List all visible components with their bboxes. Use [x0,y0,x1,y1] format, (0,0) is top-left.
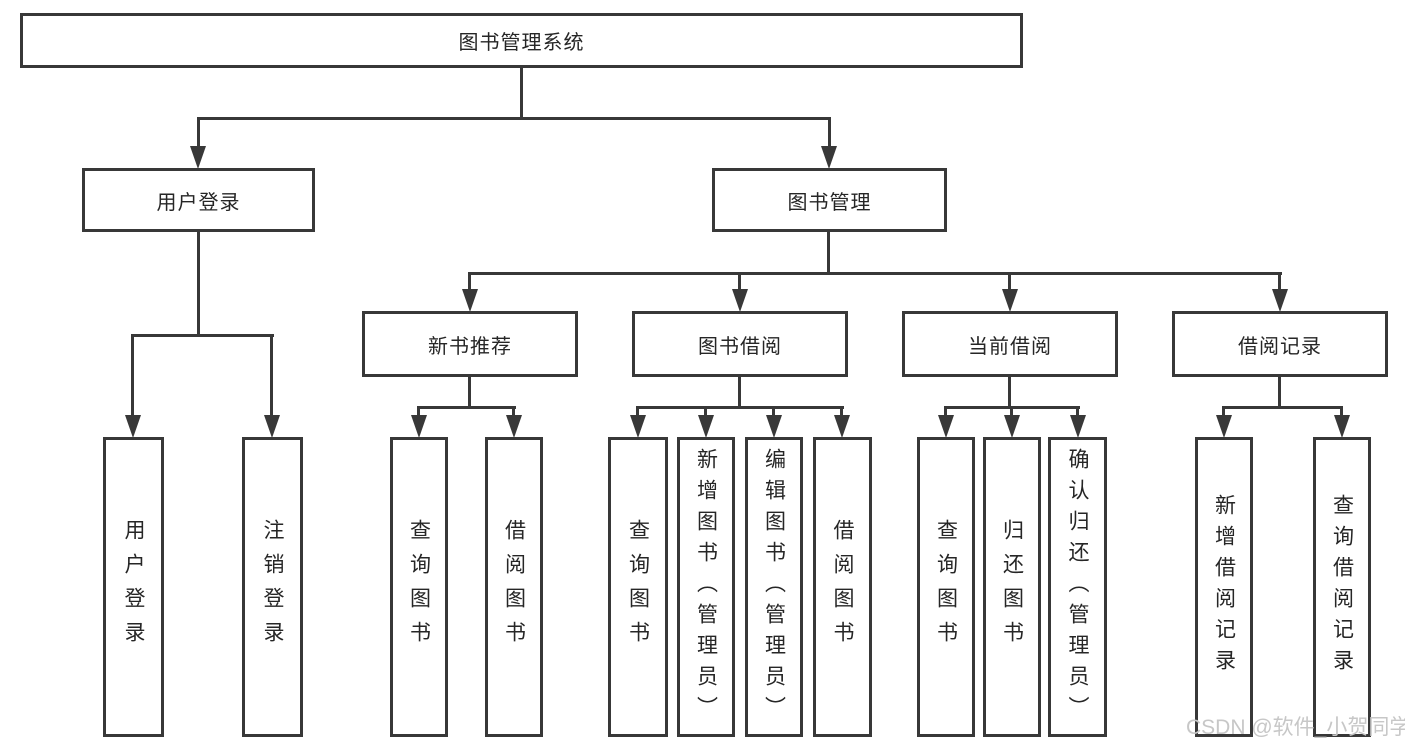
leaf-borrow-add-book-admin-label: 新增图书（管理员） [694,447,718,727]
leaf-current-query-books: 查询图书 [917,437,975,737]
connector-new-book-stub [468,377,471,409]
arrow-down-icon [821,146,837,169]
connector-root-stub [520,66,523,118]
arrow-down-icon [630,415,646,438]
node-current-borrow: 当前借阅 [902,311,1118,377]
leaf-newbook-borrow-books: 借阅图书 [485,437,543,737]
arrow-down-icon [411,415,427,438]
node-book-borrow: 图书借阅 [632,311,848,377]
arrow-down-icon [1334,415,1350,438]
leaf-newbook-query-books: 查询图书 [390,437,448,737]
leaf-records-add-record-label: 新增借阅记录 [1212,494,1236,680]
node-user-login-label: 用户登录 [156,191,241,214]
connector-current-borrow-stub [1008,377,1011,409]
connector-to-book-borrow [738,272,741,292]
arrow-down-icon [264,415,280,438]
node-current-borrow-label: 当前借阅 [968,335,1052,358]
connector-leaf-stub [512,406,515,418]
connector-to-current-borrow [1008,272,1011,292]
connector-leaf-stub [1076,406,1079,418]
leaf-newbook-query-books-label: 查询图书 [407,519,431,655]
connector-book-borrow-horizontal [636,406,844,409]
leaf-records-query-record: 查询借阅记录 [1313,437,1371,737]
arrow-down-icon [462,289,478,312]
arrow-down-icon [938,415,954,438]
connector-borrow-records-horizontal [1222,406,1343,409]
arrow-down-icon [1002,289,1018,312]
leaf-records-add-record: 新增借阅记录 [1195,437,1253,737]
leaf-borrow-borrow-books-label: 借阅图书 [831,519,854,655]
arrow-down-icon [732,289,748,312]
leaf-current-return-books-label: 归还图书 [1000,519,1024,655]
connector-leaf-stub [944,406,947,418]
leaf-borrow-edit-book-admin-label: 编辑图书（管理员） [762,447,786,727]
leaf-borrow-query-books-label: 查询图书 [626,519,650,655]
node-new-book-recommend-label: 新书推荐 [428,335,512,358]
leaf-current-confirm-return-admin: 确认归还（管理员） [1048,437,1107,737]
connector-to-leaf-user-login [131,334,134,418]
connector-leaf-stub [636,406,639,418]
leaf-current-query-books-label: 查询图书 [934,519,958,655]
connector-book-borrow-stub [738,377,741,409]
arrow-down-icon [125,415,141,438]
leaf-current-return-books: 归还图书 [983,437,1041,737]
connector-level1-horizontal [197,117,831,120]
arrow-down-icon [190,146,206,169]
leaf-user-login: 用户登录 [103,437,164,737]
node-user-login: 用户登录 [82,168,315,232]
leaf-records-query-record-label: 查询借阅记录 [1330,494,1354,680]
leaf-borrow-add-book-admin: 新增图书（管理员） [677,437,735,737]
leaf-logout-label: 注销登录 [261,519,284,655]
arrow-down-icon [506,415,522,438]
connector-leaf-stub [772,406,775,418]
node-root: 图书管理系统 [20,13,1023,68]
connector-level3-horizontal [468,272,1282,275]
csdn-watermark: CSDN @软件_小贺同学 [1186,716,1405,739]
arrow-down-icon [766,415,782,438]
connector-leaf-stub [1222,406,1225,418]
leaf-borrow-edit-book-admin: 编辑图书（管理员） [745,437,803,737]
leaf-logout: 注销登录 [242,437,303,737]
connector-book-management-stub [827,232,830,275]
arrow-down-icon [1216,415,1232,438]
connector-leaf-stub [417,406,420,418]
connector-to-book-management [828,117,831,149]
connector-new-book-horizontal [417,406,516,409]
node-book-borrow-label: 图书借阅 [698,335,782,358]
node-borrow-records: 借阅记录 [1172,311,1388,377]
connector-leaf-stub [1340,406,1343,418]
connector-leaf-stub [704,406,707,418]
leaf-borrow-query-books: 查询图书 [608,437,668,737]
arrow-down-icon [1070,415,1086,438]
connector-user-login-horizontal [131,334,274,337]
node-book-management: 图书管理 [712,168,947,232]
connector-to-borrow-records [1278,272,1281,292]
node-borrow-records-label: 借阅记录 [1238,335,1322,358]
connector-leaf-stub [840,406,843,418]
connector-to-new-book-recommend [468,272,471,292]
connector-to-user-login [197,117,200,149]
node-book-management-label: 图书管理 [787,191,872,214]
arrow-down-icon [834,415,850,438]
leaf-current-confirm-return-admin-label: 确认归还（管理员） [1066,447,1089,727]
arrow-down-icon [698,415,714,438]
leaf-borrow-borrow-books: 借阅图书 [813,437,872,737]
leaf-newbook-borrow-books-label: 借阅图书 [502,519,526,655]
leaf-user-login-label: 用户登录 [122,519,145,655]
connector-borrow-records-stub [1278,377,1281,409]
node-root-label: 图书管理系统 [458,32,585,54]
node-new-book-recommend: 新书推荐 [362,311,578,377]
arrow-down-icon [1004,415,1020,438]
connector-to-leaf-logout [270,334,273,418]
connector-leaf-stub [1010,406,1013,418]
connector-user-login-stub [197,232,200,337]
arrow-down-icon [1272,289,1288,312]
